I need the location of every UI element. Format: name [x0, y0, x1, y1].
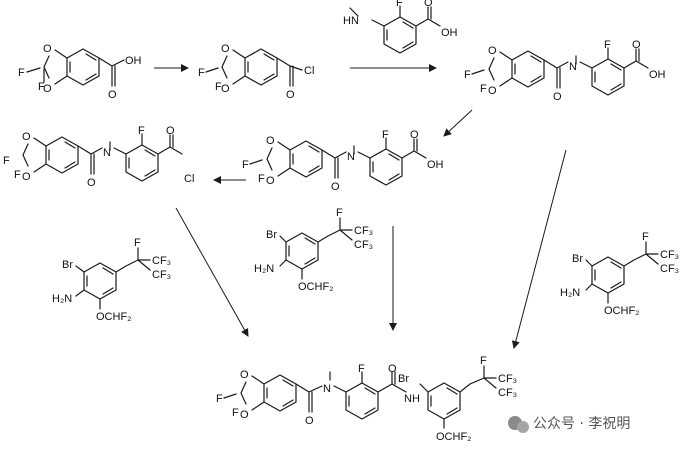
atom-f: F — [138, 125, 145, 137]
atom-o: O — [221, 43, 230, 55]
compound-amide-acid-top: O O F F O N F O OH — [464, 39, 666, 103]
watermark: 公众号 · 李祝明 — [508, 416, 630, 433]
atom-cf3: CF₃ — [660, 263, 679, 275]
atom-f: F — [604, 39, 611, 51]
atom-f: F — [3, 155, 10, 167]
atom-f: F — [216, 393, 223, 405]
compound-difluorobenzodioxole-acid: O O F F O OH — [18, 43, 142, 101]
atom-f: F — [480, 83, 487, 95]
atom-o: O — [410, 129, 419, 141]
atom-f: F — [18, 67, 25, 79]
reaction-arrow — [511, 149, 567, 349]
atom-oh: OH — [125, 55, 142, 67]
atom-nh: NH — [404, 393, 420, 405]
reaction-arrow — [443, 109, 473, 137]
atom-n: N — [569, 61, 577, 73]
atom-cf3: CF₃ — [498, 387, 517, 399]
atom-o: O — [22, 131, 31, 143]
atom-f: F — [358, 363, 365, 375]
atom-o: O — [240, 409, 249, 421]
atom-o: O — [266, 135, 275, 147]
atom-o: O — [305, 415, 314, 427]
atom-f: F — [198, 67, 205, 79]
atom-h2n: H₂N — [254, 263, 274, 275]
atom-cf3: CF₃ — [498, 373, 517, 385]
atom-o: O — [240, 369, 249, 381]
reagent-methylamino-fluorobenzoic-acid: HN F O OH — [343, 0, 458, 54]
atom-f: F — [215, 81, 222, 93]
atom-cl: Cl — [304, 65, 314, 77]
atom-ochf2: OCHF₂ — [604, 305, 639, 317]
atom-o: O — [43, 83, 52, 95]
atom-br: Br — [572, 253, 583, 265]
atom-ochf2: OCHF₂ — [96, 311, 131, 323]
atom-o: O — [632, 39, 641, 51]
atom-cl: Cl — [184, 173, 194, 185]
compound-amide-acid-middle: O O F F O N F O OH — [242, 129, 444, 193]
atom-cf3: CF₃ — [152, 255, 171, 267]
atom-oh: OH — [649, 69, 666, 81]
atom-br: Br — [62, 259, 73, 271]
atom-f: F — [134, 237, 141, 249]
atom-o: O — [553, 91, 562, 103]
atom-f: F — [464, 69, 471, 81]
atom-ochf2: OCHF₂ — [436, 431, 471, 443]
atom-o: O — [166, 125, 175, 137]
atom-oh: OH — [427, 159, 444, 171]
atom-f: F — [382, 129, 389, 141]
atom-n: N — [347, 151, 355, 163]
atom-cf3: CF₃ — [354, 225, 373, 237]
atom-f: F — [232, 407, 239, 419]
atom-o: O — [43, 43, 52, 55]
atom-o: O — [22, 171, 31, 183]
atom-o: O — [266, 175, 275, 187]
reagent-aniline-right: Br H₂N OCHF₂ F CF₃ CF₃ — [560, 231, 679, 317]
atom-n: N — [323, 383, 331, 395]
atom-n: N — [103, 147, 111, 159]
atom-o: O — [488, 45, 497, 57]
atom-hn: HN — [343, 15, 359, 27]
atom-br: Br — [266, 229, 277, 241]
atom-o: O — [488, 85, 497, 97]
atom-f: F — [14, 169, 21, 181]
atom-f: F — [642, 231, 649, 243]
atom-br: Br — [398, 373, 409, 385]
atom-o: O — [221, 83, 230, 95]
atom-f: F — [242, 159, 249, 171]
reagent-aniline-left: Br H₂N OCHF₂ F CF₃ CF₃ — [52, 237, 171, 323]
atom-o: O — [108, 89, 117, 101]
atom-ochf2: OCHF₂ — [298, 281, 333, 293]
watermark-text: 公众号 · 李祝明 — [533, 416, 630, 432]
atom-o: O — [424, 0, 433, 9]
atom-cf3: CF₃ — [354, 239, 373, 251]
reagent-aniline-middle: Br H₂N OCHF₂ F CF₃ CF₃ — [254, 207, 373, 293]
atom-f: F — [396, 0, 403, 9]
atom-o: O — [87, 177, 96, 189]
atom-f: F — [258, 173, 265, 185]
atom-f: F — [480, 355, 487, 367]
compound-amide-acyl-chloride: O O F F O N F O Cl — [3, 125, 194, 189]
compound-difluorobenzodioxole-acyl-chloride: O O F F O Cl — [198, 43, 314, 101]
atom-h2n: H₂N — [52, 293, 72, 305]
atom-h2n: H₂N — [560, 287, 580, 299]
atom-o: O — [331, 181, 340, 193]
atom-cf3: CF₃ — [152, 269, 171, 281]
reaction-arrow — [175, 207, 249, 337]
atom-f: F — [38, 81, 45, 93]
atom-oh: OH — [441, 27, 458, 39]
atom-f: F — [336, 207, 343, 219]
atom-o: O — [388, 363, 397, 375]
compound-final-product: O O F F O N F O NH Br OCHF₂ F CF₃ CF₃ — [216, 355, 517, 443]
atom-o: O — [286, 89, 295, 101]
atom-cf3: CF₃ — [660, 249, 679, 261]
